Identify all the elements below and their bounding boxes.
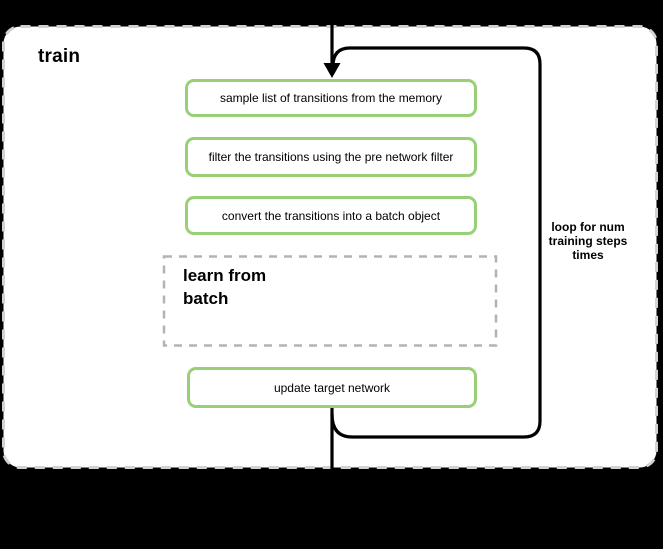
learn-from-batch-label-line1: learn from [183, 266, 267, 285]
train-container-border [2, 25, 658, 469]
train-label: train [38, 46, 81, 67]
step-convert-to-batch: convert the transitions into a batch obj… [185, 196, 477, 235]
loop-connector-line [330, 46, 542, 439]
step-update-target-network: update target network [187, 367, 477, 408]
step-label: update target network [273, 380, 391, 395]
step-label: sample list of transitions from the memo… [219, 91, 443, 105]
loop-annotation-line3: times [572, 248, 604, 262]
learn-from-batch-label: learn from batch [183, 264, 266, 310]
learn-from-batch-label-line2: batch [183, 289, 229, 308]
step-label: filter the transitions using the pre net… [208, 150, 454, 164]
learn-from-batch-box-border [162, 255, 498, 347]
step-filter-transitions: filter the transitions using the pre net… [185, 137, 477, 177]
step-sample-transitions: sample list of transitions from the memo… [185, 79, 477, 117]
loop-annotation-line2: training steps [548, 234, 628, 248]
loop-annotation: loop for num training steps times [540, 220, 636, 262]
arrowhead-icon [323, 63, 341, 78]
step-label: convert the transitions into a batch obj… [221, 208, 441, 223]
loop-annotation-line1: loop for num [551, 220, 625, 234]
